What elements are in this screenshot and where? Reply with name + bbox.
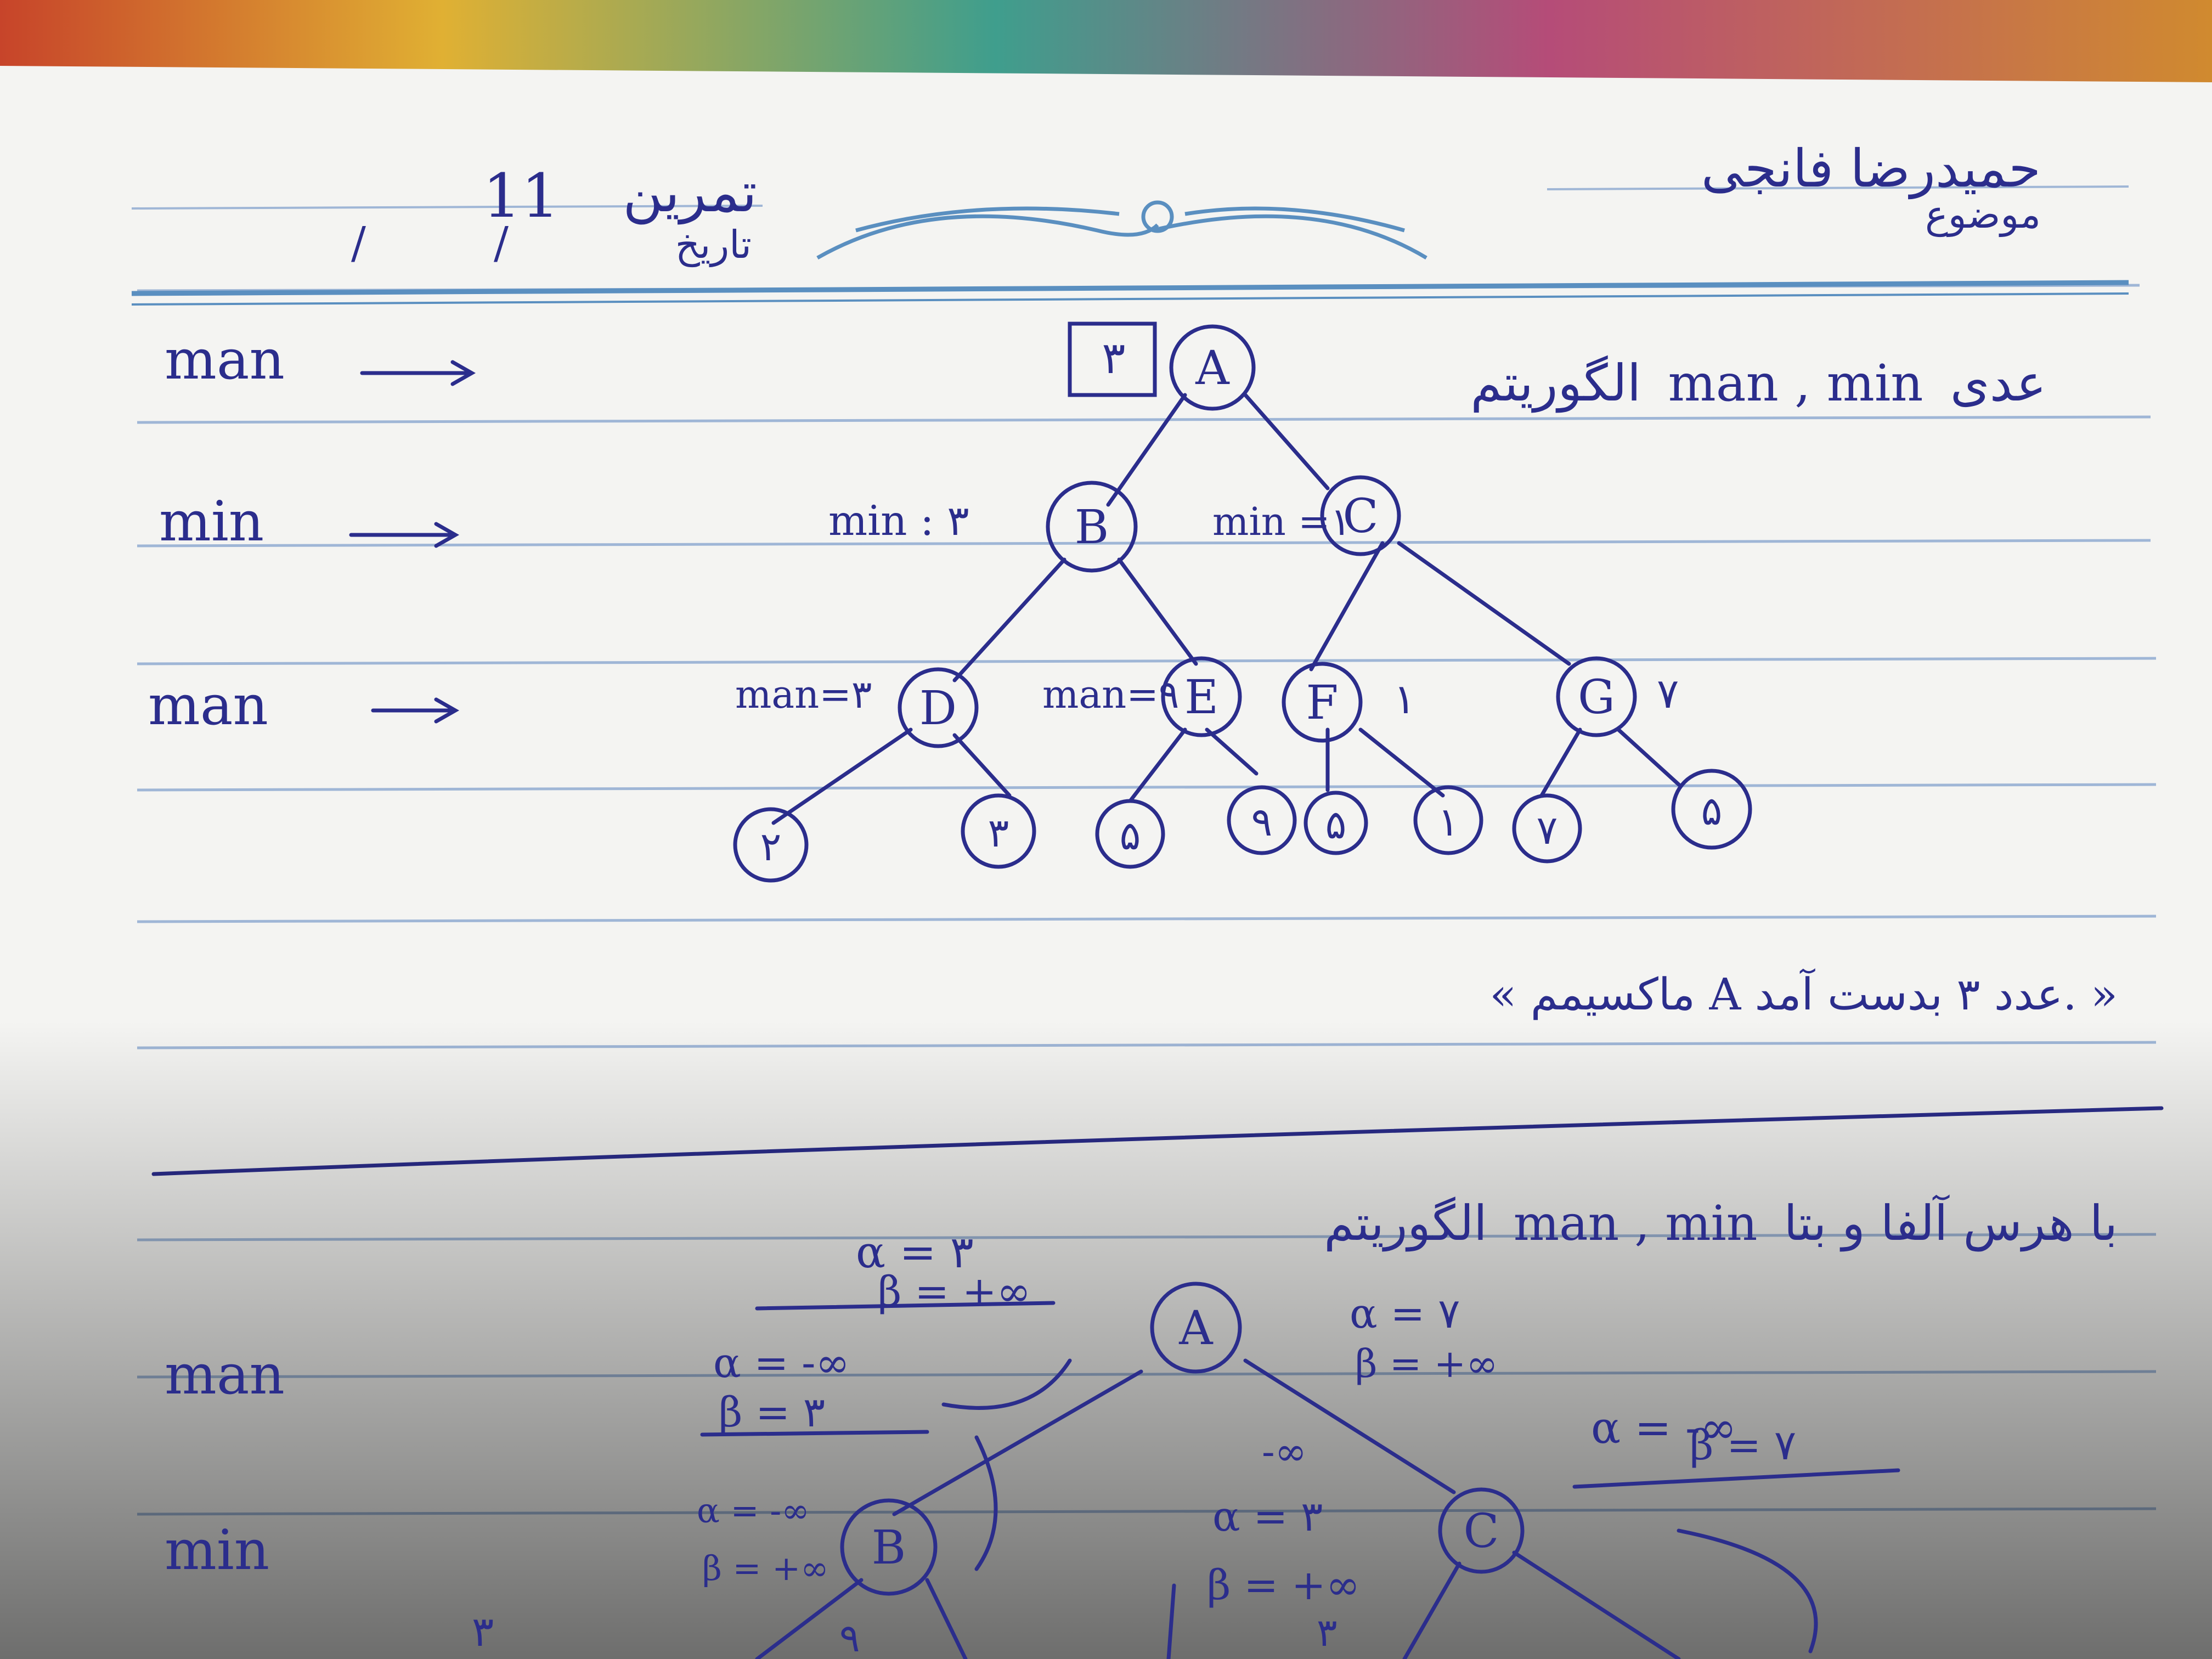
conclusion-text: « ماکسیمم A عدد ۳ بدست آمد. » [1489, 968, 2118, 1020]
leaf-node [1413, 785, 1483, 855]
level-label-max-1: man [165, 328, 285, 392]
annotation-c: min =۱ [1212, 499, 1351, 544]
tree-node-e-label: E [1184, 670, 1218, 725]
note-a-left-alpha: α = -∞ [713, 1339, 850, 1387]
tree-node-g-label: G [1578, 670, 1615, 725]
section1-title: الگوریتم man , min عدی [1470, 354, 2046, 413]
tree-node-b [1046, 481, 1138, 573]
underline [700, 1430, 929, 1437]
underline [1572, 1468, 1900, 1489]
tree-node-f-label: F [1306, 676, 1339, 730]
note-b-alpha: α = -∞ [697, 1491, 810, 1531]
tree-node-a-label: A [1195, 341, 1230, 396]
tree-node-d-label: D [919, 681, 957, 736]
ab-node-a-label: A [1178, 1301, 1214, 1356]
date-mark-1: / [351, 217, 366, 268]
leaf-node [961, 793, 1036, 869]
root-value-box [1068, 321, 1157, 397]
leaf-node [733, 807, 809, 883]
annotation-g: ۷ [1657, 669, 1679, 718]
tree-node-f [1282, 662, 1363, 743]
ab-node-b-label: B [872, 1521, 906, 1575]
leaf-node [1227, 785, 1297, 855]
leaf-value: ۷ [1537, 807, 1558, 853]
bottom-mark: ۳ [1317, 1610, 1338, 1655]
curved-arrow-icon [941, 1358, 1072, 1410]
note-c-right-beta: β = ۷ [1690, 1421, 1796, 1469]
leaf-value: ۵ [1120, 812, 1141, 859]
bottom-mark: ۹ [839, 1616, 860, 1659]
exercise-word: تمرین [623, 160, 757, 225]
note-c-left-top: -∞ [1262, 1429, 1307, 1474]
header-ornament [816, 200, 1427, 260]
bottom-mark: ۳ [472, 1607, 494, 1656]
note-top-beta: β = +∞ [878, 1267, 1031, 1316]
level-label-min: min [165, 1518, 269, 1582]
leaf-node [1671, 769, 1752, 850]
leaf-node [1304, 791, 1368, 855]
date-mark-2: / [494, 217, 509, 268]
tree-node-c [1320, 475, 1401, 556]
tree-edges [771, 393, 1681, 825]
tree-node-e [1161, 656, 1242, 737]
tree-node-c-label: C [1342, 489, 1378, 544]
note-c-left-alpha: α = ۳ [1212, 1492, 1323, 1541]
arrow-icon [371, 697, 460, 724]
annotation-f: ۱ [1393, 675, 1415, 723]
note-a-left-beta: β = ۳ [719, 1388, 825, 1436]
underline [755, 1301, 1056, 1311]
ab-node-c-label: C [1463, 1504, 1499, 1559]
leaf-value: ۵ [1701, 788, 1723, 834]
subject-label: موضوع [1925, 192, 2041, 238]
annotation-e: man=۹ [1042, 672, 1179, 717]
note-b-beta: β = +∞ [702, 1548, 829, 1588]
annotation-d: man=۳ [735, 672, 872, 717]
tree-node-d [898, 667, 979, 748]
ab-node-a [1150, 1282, 1242, 1374]
ab-node-b [840, 1498, 938, 1596]
curved-arrow-icon [974, 1435, 998, 1571]
level-label-max: man [165, 1342, 285, 1407]
arrow-icon [360, 360, 476, 386]
arrow-icon [349, 522, 460, 548]
section2-title: الگوریتم man , min با هرس آلفا و بتا [1324, 1194, 2118, 1252]
annotation-b: min : ۳ [828, 496, 969, 545]
level-label-max-2: man [148, 673, 268, 737]
page-header: موضوع حمیدرضا فانجی تاریخ تمرین 11 / / [131, 139, 2129, 306]
note-c-left-beta: β = +∞ [1207, 1561, 1360, 1609]
student-name: حمیدرضا فانجی [1701, 139, 2041, 200]
hand-shadow [0, 1020, 2212, 1659]
curved-arrow-icon [1677, 1528, 1818, 1654]
leaf-value: ۱ [1438, 799, 1459, 845]
leaf-node [1095, 799, 1165, 869]
leaf-value: ۹ [1251, 799, 1273, 845]
tree-node-a [1169, 324, 1256, 411]
exercise-number: 11 [483, 161, 560, 231]
note-top-alpha: α = ۳ [856, 1227, 974, 1278]
note-a-right-alpha: α = ۷ [1350, 1289, 1460, 1338]
tree-node-b-label: B [1075, 500, 1109, 555]
leaf-value: ۳ [988, 810, 1009, 856]
level-label-min: min [159, 489, 264, 554]
section-minimax: الگوریتم man , min عدی man min man [148, 321, 2118, 1020]
leaf-value: ۵ [1325, 802, 1347, 848]
leaf-node [1512, 793, 1582, 864]
date-label: تاریخ [675, 222, 752, 268]
curved-arrow-icon [1166, 1583, 1176, 1659]
note-c-right-alpha: α = -∞ [1591, 1402, 1737, 1453]
section-alpha-beta: الگوریتم man , min با هرس آلفا و بتا man… [165, 1194, 2118, 1659]
tree-node-g [1556, 656, 1637, 737]
ab-node-c [1438, 1487, 1525, 1574]
note-a-right-beta: β = +∞ [1355, 1341, 1498, 1386]
leaf-value: ۲ [760, 823, 782, 870]
root-value: ۳ [1102, 332, 1126, 383]
